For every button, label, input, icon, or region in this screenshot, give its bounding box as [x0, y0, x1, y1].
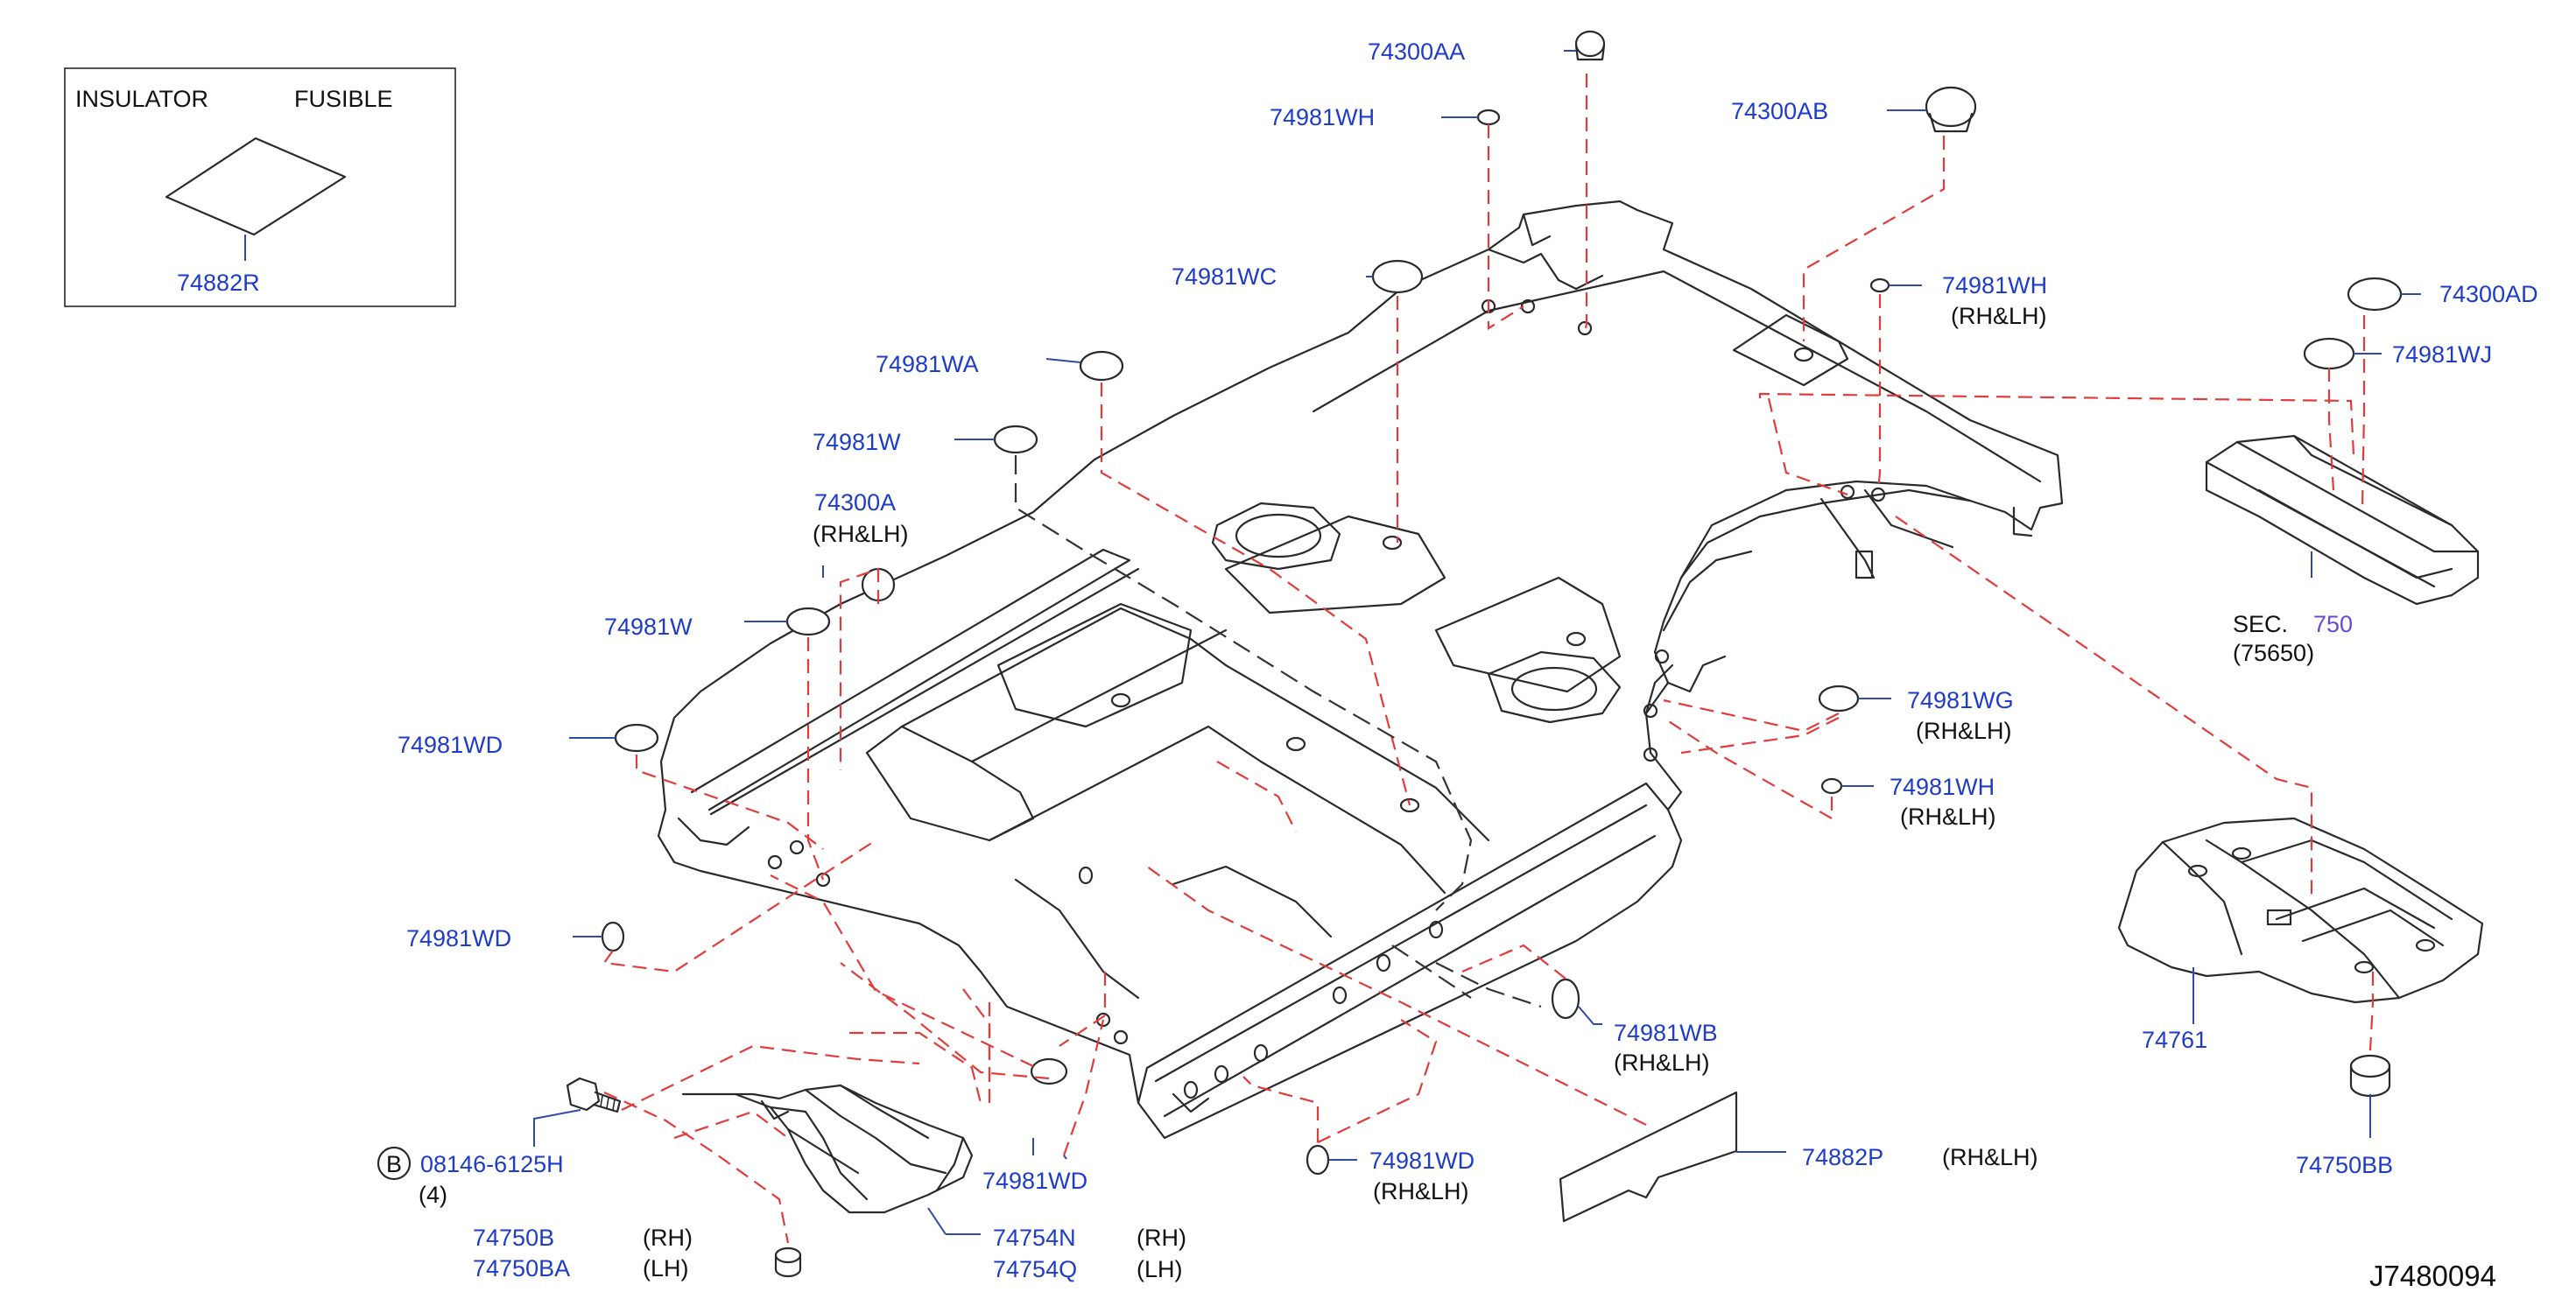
label-08146-6125H: 08146-6125H: [420, 1151, 564, 1177]
plug-74981WD-3-icon: [1030, 1057, 1068, 1085]
label-74750BB: 74750BB: [2296, 1152, 2393, 1178]
label-74981WH-rh2: 74981WH: [1890, 774, 1995, 800]
plug-74981WH-r2-icon: [1820, 777, 1843, 795]
plug-74981WH-top-icon: [1476, 109, 1501, 126]
label-74754Q: 74754Q: [993, 1256, 1077, 1282]
note-lh-74754Q: (LH): [1137, 1256, 1183, 1282]
label-74981WH-rh1: 74981WH: [1942, 272, 2047, 298]
rocker-holes: [767, 298, 1886, 1099]
label-74981W-2: 74981W: [604, 614, 693, 640]
label-74981WD-3: 74981WD: [982, 1168, 1087, 1194]
plug-74981WG-icon: [1818, 685, 1860, 713]
legend-fusible-label: FUSIBLE: [294, 86, 393, 112]
note-rhlh-74981WG: (RH&LH): [1916, 718, 2012, 744]
floor-panel: [657, 200, 2064, 1140]
insulator-74882P: [1559, 1091, 1786, 1223]
plug-74981WB-icon: [1551, 978, 1580, 1020]
plug-74981W-2-icon: [785, 607, 831, 636]
label-74981WJ: 74981WJ: [2392, 341, 2492, 368]
label-74300A: 74300A: [814, 489, 896, 516]
label-74981W-1: 74981W: [813, 429, 901, 455]
label-74981WD-4: 74981WD: [1369, 1148, 1475, 1174]
legend-part-74882R: 74882R: [177, 270, 260, 296]
label-74981WB: 74981WB: [1614, 1020, 1718, 1046]
note-rh-74750B: (RH): [643, 1225, 693, 1251]
label-74750BA: 74750BA: [473, 1255, 570, 1281]
part-labels: 74300AA 74981WH 74300AB 74981WC 74981WH …: [398, 39, 2538, 1292]
label-74754N: 74754N: [993, 1225, 1076, 1251]
rear-channel-part: [2205, 434, 2480, 606]
note-rhlh-74981WH-rh2: (RH&LH): [1900, 804, 1996, 830]
plug-74981WD-1-icon: [614, 723, 659, 753]
note-rhlh-74981WB: (RH&LH): [1614, 1050, 1710, 1076]
label-74981WC: 74981WC: [1172, 263, 1277, 290]
bolt-icon: [566, 1077, 622, 1113]
label-74750B: 74750B: [473, 1225, 554, 1251]
sec-prefix: SEC.: [2233, 611, 2288, 637]
note-rhlh-74981WD-4: (RH&LH): [1373, 1178, 1469, 1204]
plug-74981W-1-icon: [993, 425, 1038, 454]
plug-74300AB-icon: [1925, 86, 1977, 133]
hardware-icons: [566, 30, 2403, 1278]
plug-74981WA-icon: [1079, 350, 1124, 382]
label-74981WA: 74981WA: [876, 351, 979, 377]
plug-74981WJ-icon: [2303, 337, 2355, 370]
note-qty-bolt: (4): [419, 1182, 447, 1208]
note-rhlh-74300A: (RH&LH): [813, 521, 909, 547]
plug-74300AD-icon: [2347, 277, 2403, 312]
hidden-structure-lines: [1014, 455, 1542, 1008]
plug-74981WD-2-icon: [601, 921, 625, 952]
label-74981WD-2: 74981WD: [406, 925, 511, 951]
plug-74981WH-r1-icon: [1869, 277, 1890, 293]
panel-74761: [2117, 817, 2484, 1024]
note-rhlh-74882P: (RH&LH): [1942, 1144, 2038, 1170]
insulator-pad-shape: [165, 137, 347, 236]
label-74300AB: 74300AB: [1731, 98, 1828, 124]
leader-lines: [533, 50, 2421, 1161]
note-lh-74750BA: (LH): [643, 1255, 689, 1281]
label-74981WD-1: 74981WD: [398, 732, 503, 758]
label-74981WH-top: 74981WH: [1270, 104, 1375, 130]
legend-frame: [64, 67, 456, 307]
plug-74981WD-4-icon: [1306, 1144, 1330, 1176]
nut-74750BB-icon: [2349, 1054, 2391, 1098]
note-rh-74754N: (RH): [1137, 1225, 1186, 1251]
label-74300AA: 74300AA: [1368, 39, 1465, 65]
label-74981WG: 74981WG: [1907, 687, 2014, 713]
note-rhlh-74981WH-rh1: (RH&LH): [1951, 303, 2047, 329]
heat-shield-74754: [681, 1084, 981, 1235]
nut-74750B-icon: [774, 1246, 802, 1278]
plug-74981WC-icon: [1371, 259, 1424, 294]
legend-box: INSULATOR FUSIBLE 74882R: [64, 67, 456, 307]
bolt-badge: B: [377, 1146, 412, 1181]
label-74300AD: 74300AD: [2439, 281, 2538, 307]
figure-code: J7480094: [2369, 1260, 2496, 1292]
legend-insulator-label: INSULATOR: [75, 86, 208, 112]
hidden-connection-lines: [602, 74, 2375, 1244]
sec-ref: (75650): [2233, 640, 2314, 666]
label-74761: 74761: [2142, 1027, 2207, 1053]
sec-number-link[interactable]: 750: [2313, 611, 2353, 637]
label-74882P: 74882P: [1802, 1144, 1883, 1170]
floor-outline: [657, 200, 2064, 1140]
bolt-badge-letter: B: [386, 1151, 402, 1177]
plug-74300AA-icon: [1574, 30, 1606, 61]
